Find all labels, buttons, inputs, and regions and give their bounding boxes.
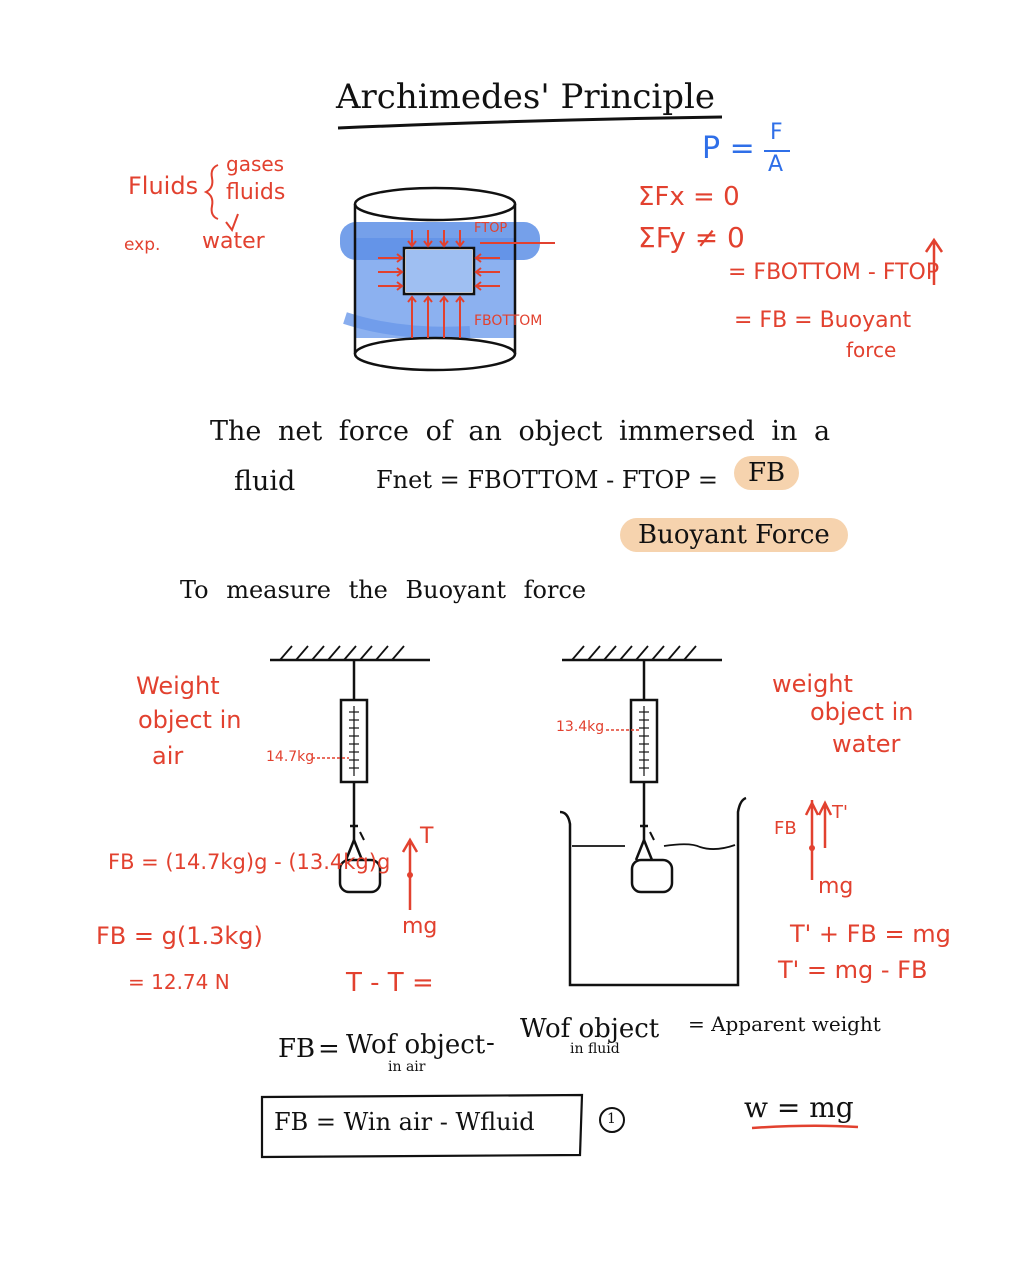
apparent-weight: = Apparent weight [688,1012,881,1036]
right-hanging-object [630,858,674,894]
left-weight-label: mg [402,914,438,939]
example-water: water [202,229,265,254]
final-w-air: Wof object [346,1030,486,1060]
fluids-item-fluids: fluids [226,180,286,205]
final-fb: FB [278,1034,316,1064]
net-force-statement: The net force of an object immersed in a [210,416,831,447]
water-container [559,796,747,987]
pressure-fraction-bar [764,150,790,152]
pressure-numerator: F [770,120,783,145]
right-scale-reading: 13.4kg [556,719,605,735]
pressure-denominator: A [768,152,784,177]
pressure-lhs: P = [702,131,755,166]
right-label-line2: object in [810,698,914,726]
fluids-label: Fluids [128,172,199,200]
fluids-arrow [225,213,239,233]
calc-line1: FB = (14.7kg)g - (13.4kg)g [108,850,391,874]
final-w-air-sub: in air [388,1059,426,1075]
left-hanging-object [338,858,382,894]
ftop-label: FTOP [474,221,508,236]
right-label-line3: water [832,730,901,758]
right-eq1: T' + FB = mg [790,920,951,948]
left-label-line2: object in [138,706,242,734]
right-label-line1: weight [772,670,853,698]
page-title: Archimedes' Principle [336,77,716,117]
cylinder-top [353,186,517,222]
final-w-fluid: Wof object [520,1014,660,1044]
force-word: force [846,338,897,362]
right-tension-label: T' [832,802,848,823]
left-tension-label: T [420,824,434,849]
side-force-arrows [378,242,555,291]
fluid-word: fluid [234,466,296,497]
left-label-line3: air [152,742,184,770]
sum-fx-equation: ΣFx = 0 [638,182,740,212]
buoyant-force-label: Buoyant Force [620,518,848,552]
water-line [572,843,736,850]
t-minus-t: T - T = [346,968,434,998]
equation-number: 1 [607,1111,616,1127]
calc-line3: = 12.74 N [128,970,230,994]
fb-buoyant-equation: = FB = Buoyant [734,308,912,333]
title-underline [337,115,723,130]
equation-number-circle [599,1107,625,1133]
calc-line2: FB = g(1.3kg) [96,922,263,950]
left-scale-reading: 14.7kg [266,749,315,765]
fb-highlight: FB [734,456,800,490]
fbottom-minus-ftop: = FBOTTOM - FTOP [728,260,940,285]
w-equals-mg: w = mg [744,1091,854,1124]
boxed-equation: FB = Win air - Wfluid [274,1108,535,1136]
fbottom-label: FBOTTOM [474,313,543,329]
cylinder-bottom [353,336,517,372]
final-w-fluid-sub: in fluid [570,1041,620,1057]
sum-fy-equation: ΣFy ≠ 0 [638,221,745,254]
cylinder-diagram [340,186,555,372]
fluids-item-gases: gases [226,152,285,176]
fluids-brace [203,164,219,220]
right-setup [559,645,833,987]
net-force-formula: Fnet = FBOTTOM - FTOP = [376,466,719,494]
right-fb-label: FB [774,818,797,839]
right-eq2: T' = mg - FB [778,956,928,984]
wmg-underline [751,1124,859,1130]
boxed-equation-frame [260,1093,584,1159]
left-setup [270,645,430,910]
bottom-force-arrows [407,295,465,338]
up-arrow [924,237,944,285]
final-minus: - [486,1028,495,1058]
measure-heading: To measure the Buoyant force [180,576,587,604]
right-weight-label: mg [818,874,854,899]
final-equals: = [318,1034,340,1064]
top-force-arrows [407,230,465,248]
example-prefix: exp. [124,235,161,255]
left-label-line1: Weight [136,672,220,700]
